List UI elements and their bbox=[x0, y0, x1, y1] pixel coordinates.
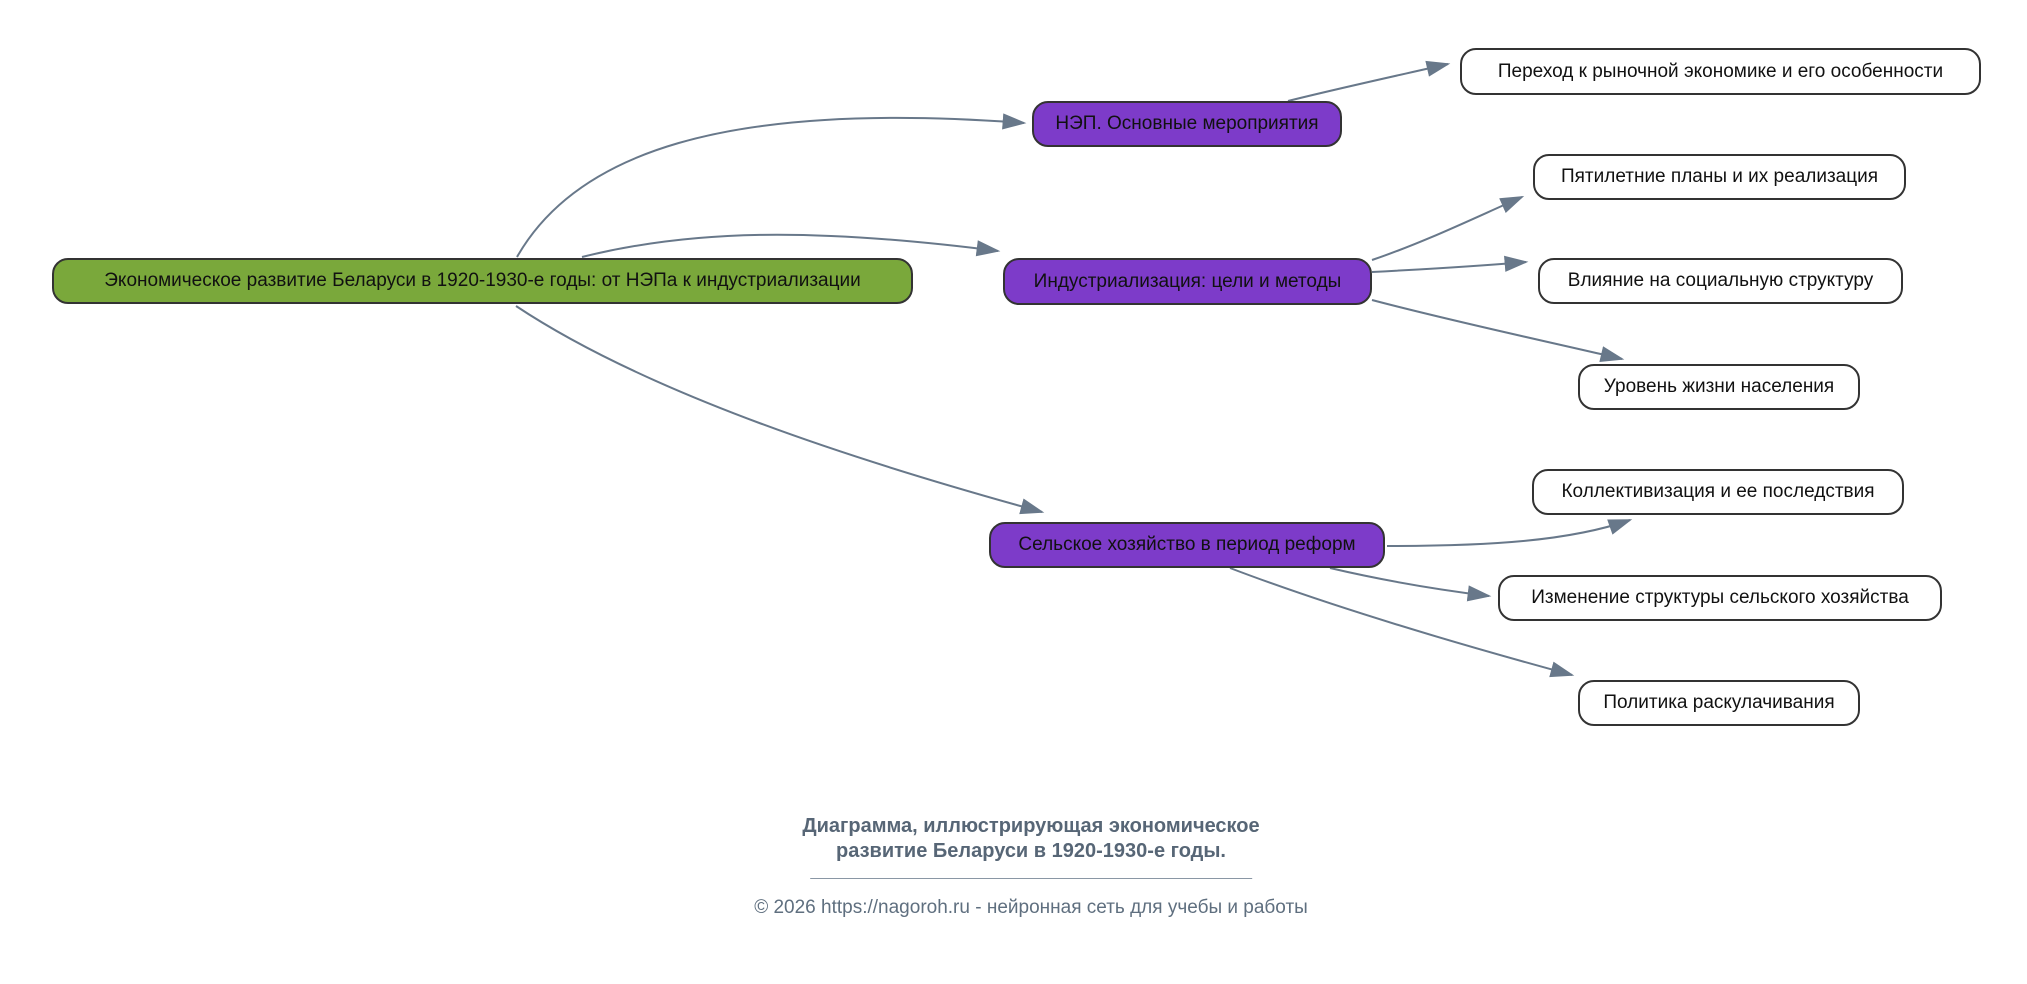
caption-divider bbox=[809, 878, 1252, 879]
caption-block: Диаграмма, иллюстрирующая экономическое … bbox=[754, 814, 1308, 919]
edge-root-selskoe bbox=[515, 305, 1045, 515]
edge-selskoe-politika bbox=[1229, 567, 1575, 678]
leaf-node-vliyanie: Влияние на социальную структуру bbox=[1538, 258, 1903, 304]
edge-root-nep bbox=[516, 113, 1027, 258]
branch-node-industrializacia: Индустриализация: цели и методы bbox=[1003, 258, 1372, 305]
branch-node-selskoe-hozyaistvo: Сельское хозяйство в период реформ bbox=[989, 522, 1385, 568]
leaf-node-perekhod: Переход к рыночной экономике и его особе… bbox=[1460, 48, 1981, 95]
leaf-node-izmenenie-struktury: Изменение структуры сельского хозяйства bbox=[1498, 575, 1942, 621]
edge-nep-perekhod bbox=[1287, 60, 1451, 102]
branch-node-nep: НЭП. Основные мероприятия bbox=[1032, 101, 1342, 147]
edge-root-indus bbox=[581, 233, 1001, 258]
edge-indus-uroven bbox=[1371, 299, 1625, 362]
edge-indus-vliyanie bbox=[1371, 255, 1529, 273]
root-node: Экономическое развитие Беларуси в 1920-1… bbox=[52, 258, 913, 304]
edge-selskoe-izmenenie bbox=[1329, 567, 1492, 602]
edge-selskoe-kollekt bbox=[1386, 519, 1633, 547]
watermark-copyright: © 2026 https://nagoroh.ru - нейронная се… bbox=[754, 897, 1308, 918]
caption-title-line1: Диаграмма, иллюстрирующая экономическое bbox=[802, 815, 1260, 837]
edge-indus-pyatiletnie bbox=[1371, 196, 1525, 261]
leaf-node-kollektivizacia: Коллективизация и ее последствия bbox=[1532, 469, 1904, 515]
leaf-node-politika-raskulachivaniya: Политика раскулачивания bbox=[1578, 680, 1860, 726]
caption-title-line2: развитие Беларуси в 1920-1930-е годы. bbox=[836, 840, 1226, 862]
leaf-node-uroven-zhizni: Уровень жизни населения bbox=[1578, 364, 1860, 410]
leaf-node-pyatiletnie-plany: Пятилетние планы и их реализация bbox=[1533, 154, 1906, 200]
